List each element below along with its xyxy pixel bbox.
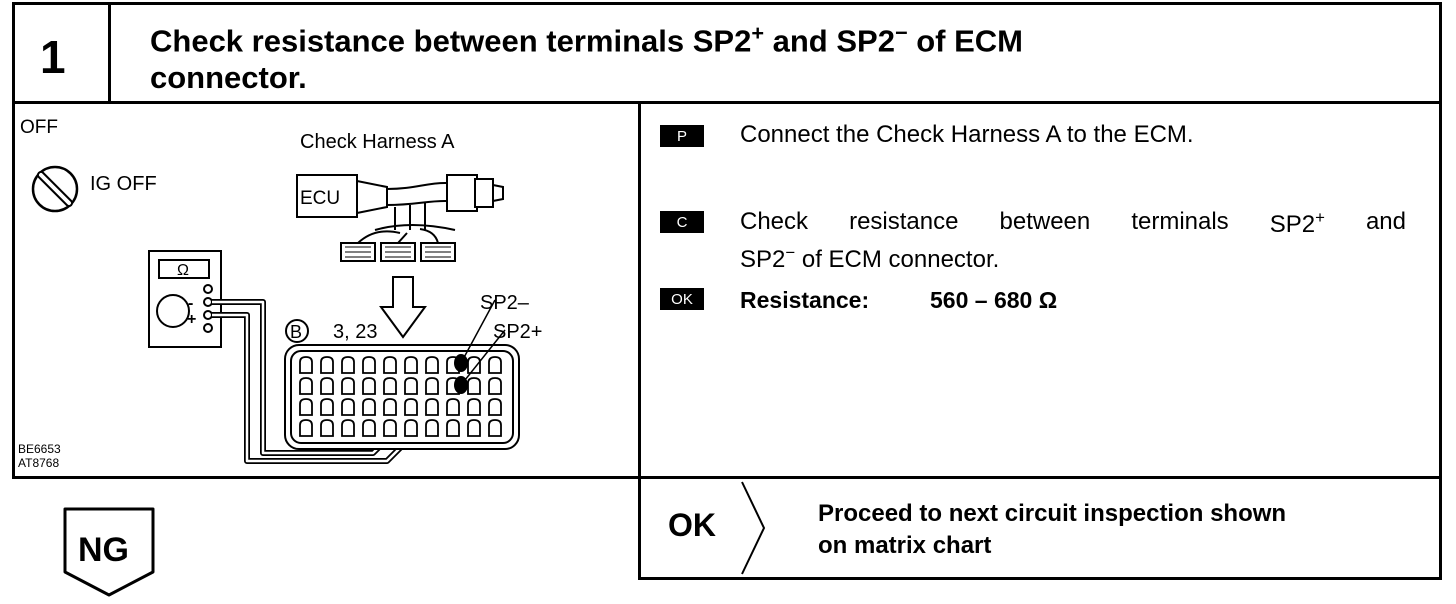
connector-pin <box>467 377 481 395</box>
ecu-label: ECU <box>300 188 340 209</box>
connector-pin <box>362 377 376 395</box>
connector-pin <box>404 419 418 437</box>
c-line2-a: SP2 <box>740 246 786 273</box>
connector-pin <box>488 377 502 395</box>
pins-label: 3, 23 <box>333 321 377 343</box>
probe-tips <box>454 299 506 394</box>
content-divider <box>638 102 641 580</box>
sp2-minus-label: SP2– <box>480 292 530 314</box>
connector-pins <box>299 356 502 437</box>
c-badge: C <box>660 211 704 233</box>
ok-chevron-icon <box>741 481 766 575</box>
ohmmeter-icon <box>148 250 222 348</box>
sp2-plus-label: SP2+ <box>493 321 542 343</box>
connector-pin <box>362 398 376 416</box>
c-line2-b: of ECM connector. <box>795 246 1000 273</box>
connector-pin <box>362 419 376 437</box>
connector-pin <box>425 356 439 374</box>
connector-pin <box>320 398 334 416</box>
ignition-switch-icon <box>31 165 79 213</box>
ok-result-box <box>638 476 1442 580</box>
connector-pin <box>425 398 439 416</box>
connector-pin <box>320 419 334 437</box>
p-instruction: Connect the Check Harness A to the ECM. <box>740 121 1194 148</box>
title-sup-minus: − <box>894 20 908 45</box>
step-title-line1: Check resistance between terminals SP2+ … <box>150 20 1023 59</box>
connector-pin <box>341 398 355 416</box>
connector-b-letter: B <box>290 322 302 342</box>
resistance-value: 560 – 680 Ω <box>930 287 1058 313</box>
connector-pin <box>446 419 460 437</box>
connector-pin <box>383 398 397 416</box>
title-part-b: and SP2 <box>764 23 895 59</box>
c-word-resistance: resistance <box>849 208 959 235</box>
diagram: OFF IG OFF Check Harness A ECU <box>18 117 542 470</box>
c-instruction-line2: SP2− of ECM connector. <box>740 243 999 274</box>
connector-pin <box>383 356 397 374</box>
down-arrow-icon <box>379 276 427 339</box>
header-box <box>12 2 1442 104</box>
step-title-line2: connector. <box>150 60 307 95</box>
title-part-c: of ECM <box>907 23 1023 59</box>
ohm-label: Ω <box>177 262 189 279</box>
header-divider <box>108 2 111 104</box>
c-instruction-line1: Check resistance between terminals SP2+ … <box>740 208 1406 239</box>
title-sup-plus: + <box>751 20 765 45</box>
connector-pin <box>467 419 481 437</box>
connector-pin <box>341 377 355 395</box>
ok-result-text-line2: on matrix chart <box>818 532 992 559</box>
harness-connector-hatching <box>345 246 451 258</box>
resistance-label: Resistance: <box>740 287 870 313</box>
connector-pin <box>299 377 313 395</box>
ok-result-text-line1: Proceed to next circuit inspection shown <box>818 500 1287 527</box>
connector-pin <box>467 398 481 416</box>
off-label: OFF <box>20 117 58 138</box>
connector-pin <box>320 377 334 395</box>
p-badge: P <box>660 125 704 147</box>
connector-pin <box>488 398 502 416</box>
connector-pin <box>320 356 334 374</box>
meter-plus: + <box>187 311 196 328</box>
meter-minus: - <box>188 295 193 312</box>
connector-pin <box>404 398 418 416</box>
connector-pin <box>425 419 439 437</box>
connector-pin <box>488 356 502 374</box>
connector-pin <box>299 398 313 416</box>
step-number: 1 <box>40 31 66 83</box>
figure-code-1: BE6653 <box>18 442 61 456</box>
connector-pin <box>362 356 376 374</box>
connector-pin <box>488 419 502 437</box>
connector-pin <box>383 377 397 395</box>
figure-code-2: AT8768 <box>18 456 59 470</box>
c-line2-sup: − <box>785 243 796 262</box>
c-word-between: between <box>999 208 1091 235</box>
connector-pin <box>299 419 313 437</box>
connector-pin <box>404 356 418 374</box>
ok-result-label: OK <box>668 507 716 543</box>
check-harness-label: Check Harness A <box>300 131 455 153</box>
c-word-check: Check <box>740 208 809 235</box>
ig-off-label: IG OFF <box>90 173 157 195</box>
connector-pin <box>446 398 460 416</box>
c-word-and: and <box>1365 208 1406 235</box>
ng-label: NG <box>78 531 129 569</box>
connector-b-badge <box>285 319 309 343</box>
c-word-sp2plus: SP2+ <box>1269 208 1325 238</box>
connector-pin <box>467 356 481 374</box>
content-box <box>12 102 1442 479</box>
ok-badge: OK <box>660 288 704 310</box>
connector-pin <box>341 419 355 437</box>
ng-shape <box>63 507 155 597</box>
connector-pin <box>299 356 313 374</box>
connector-pin <box>383 419 397 437</box>
title-part-a: Check resistance between terminals SP2 <box>150 23 752 59</box>
connector-pin <box>404 377 418 395</box>
c-word-terminals: terminals <box>1131 208 1229 235</box>
connector-pin <box>341 356 355 374</box>
connector-pin <box>425 377 439 395</box>
